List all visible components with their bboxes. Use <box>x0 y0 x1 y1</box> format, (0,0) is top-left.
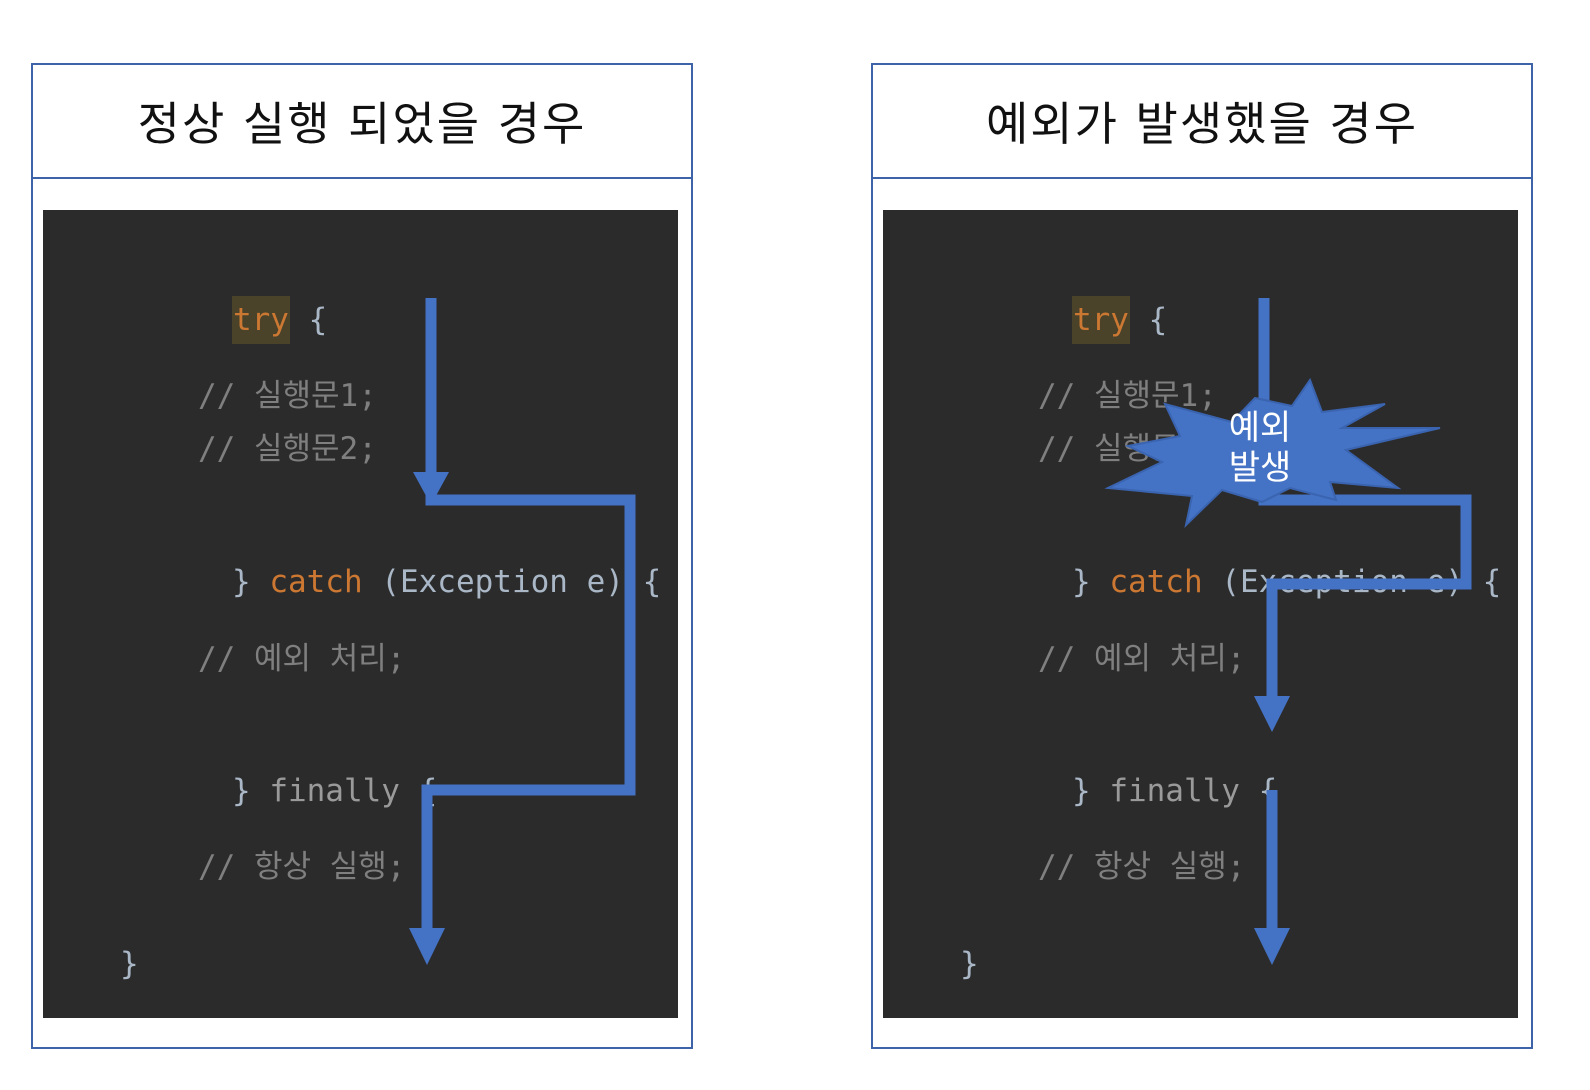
catch-keyword: catch <box>269 564 363 600</box>
finally-open-brace: } <box>1071 773 1110 809</box>
always-comment: // 항상 실행; <box>198 849 406 885</box>
close-brace: } <box>960 946 979 982</box>
catch-open-brace: } <box>231 564 270 600</box>
handle-comment: // 예외 처리; <box>198 641 406 677</box>
try-line: try { <box>120 266 327 374</box>
normal-flow-title: 정상 실행 되었을 경우 <box>33 65 691 179</box>
catch-keyword: catch <box>1109 564 1203 600</box>
finally-brace: { <box>1239 773 1278 809</box>
statement-2: // 실행문2; <box>198 431 377 467</box>
normal-flow-panel: 정상 실행 되었을 경우 try { // 실행문1; // 실행문2; } c… <box>31 63 693 1049</box>
exception-flow-panel: 예외가 발생했을 경우 try { // 실행문1; // 실행문2; } ca… <box>871 63 1533 1049</box>
exception-burst-label: 예외 발생 <box>1200 408 1320 488</box>
finally-open-brace: } <box>231 773 270 809</box>
catch-open-brace: } <box>1071 564 1110 600</box>
try-brace: { <box>289 302 328 338</box>
finally-keyword: finally <box>1109 773 1240 809</box>
code-block: try { // 실행문1; // 실행문2; } catch (Excepti… <box>43 210 678 1018</box>
try-keyword: try <box>1071 296 1130 344</box>
statement-1: // 실행문1; <box>198 378 377 414</box>
try-line: try { <box>960 266 1167 374</box>
try-keyword: try <box>231 296 290 344</box>
catch-line: } catch (Exception e) { <box>960 528 1501 636</box>
burst-line-1: 예외 <box>1228 408 1292 448</box>
burst-line-2: 발생 <box>1228 448 1292 488</box>
statement-1: // 실행문1; <box>1038 378 1217 414</box>
statement-2: // 실행문2; <box>1038 431 1217 467</box>
finally-keyword: finally <box>269 773 400 809</box>
finally-brace: { <box>399 773 438 809</box>
close-brace: } <box>120 946 139 982</box>
catch-params: (Exception e) { <box>362 564 662 600</box>
finally-line: } finally { <box>960 737 1277 845</box>
always-comment: // 항상 실행; <box>1038 849 1246 885</box>
try-brace: { <box>1129 302 1168 338</box>
finally-line: } finally { <box>120 737 437 845</box>
catch-params: (Exception e) { <box>1202 564 1502 600</box>
exception-flow-title: 예외가 발생했을 경우 <box>873 65 1531 179</box>
handle-comment: // 예외 처리; <box>1038 641 1246 677</box>
catch-line: } catch (Exception e) { <box>120 528 661 636</box>
code-block: try { // 실행문1; // 실행문2; } catch (Excepti… <box>883 210 1518 1018</box>
